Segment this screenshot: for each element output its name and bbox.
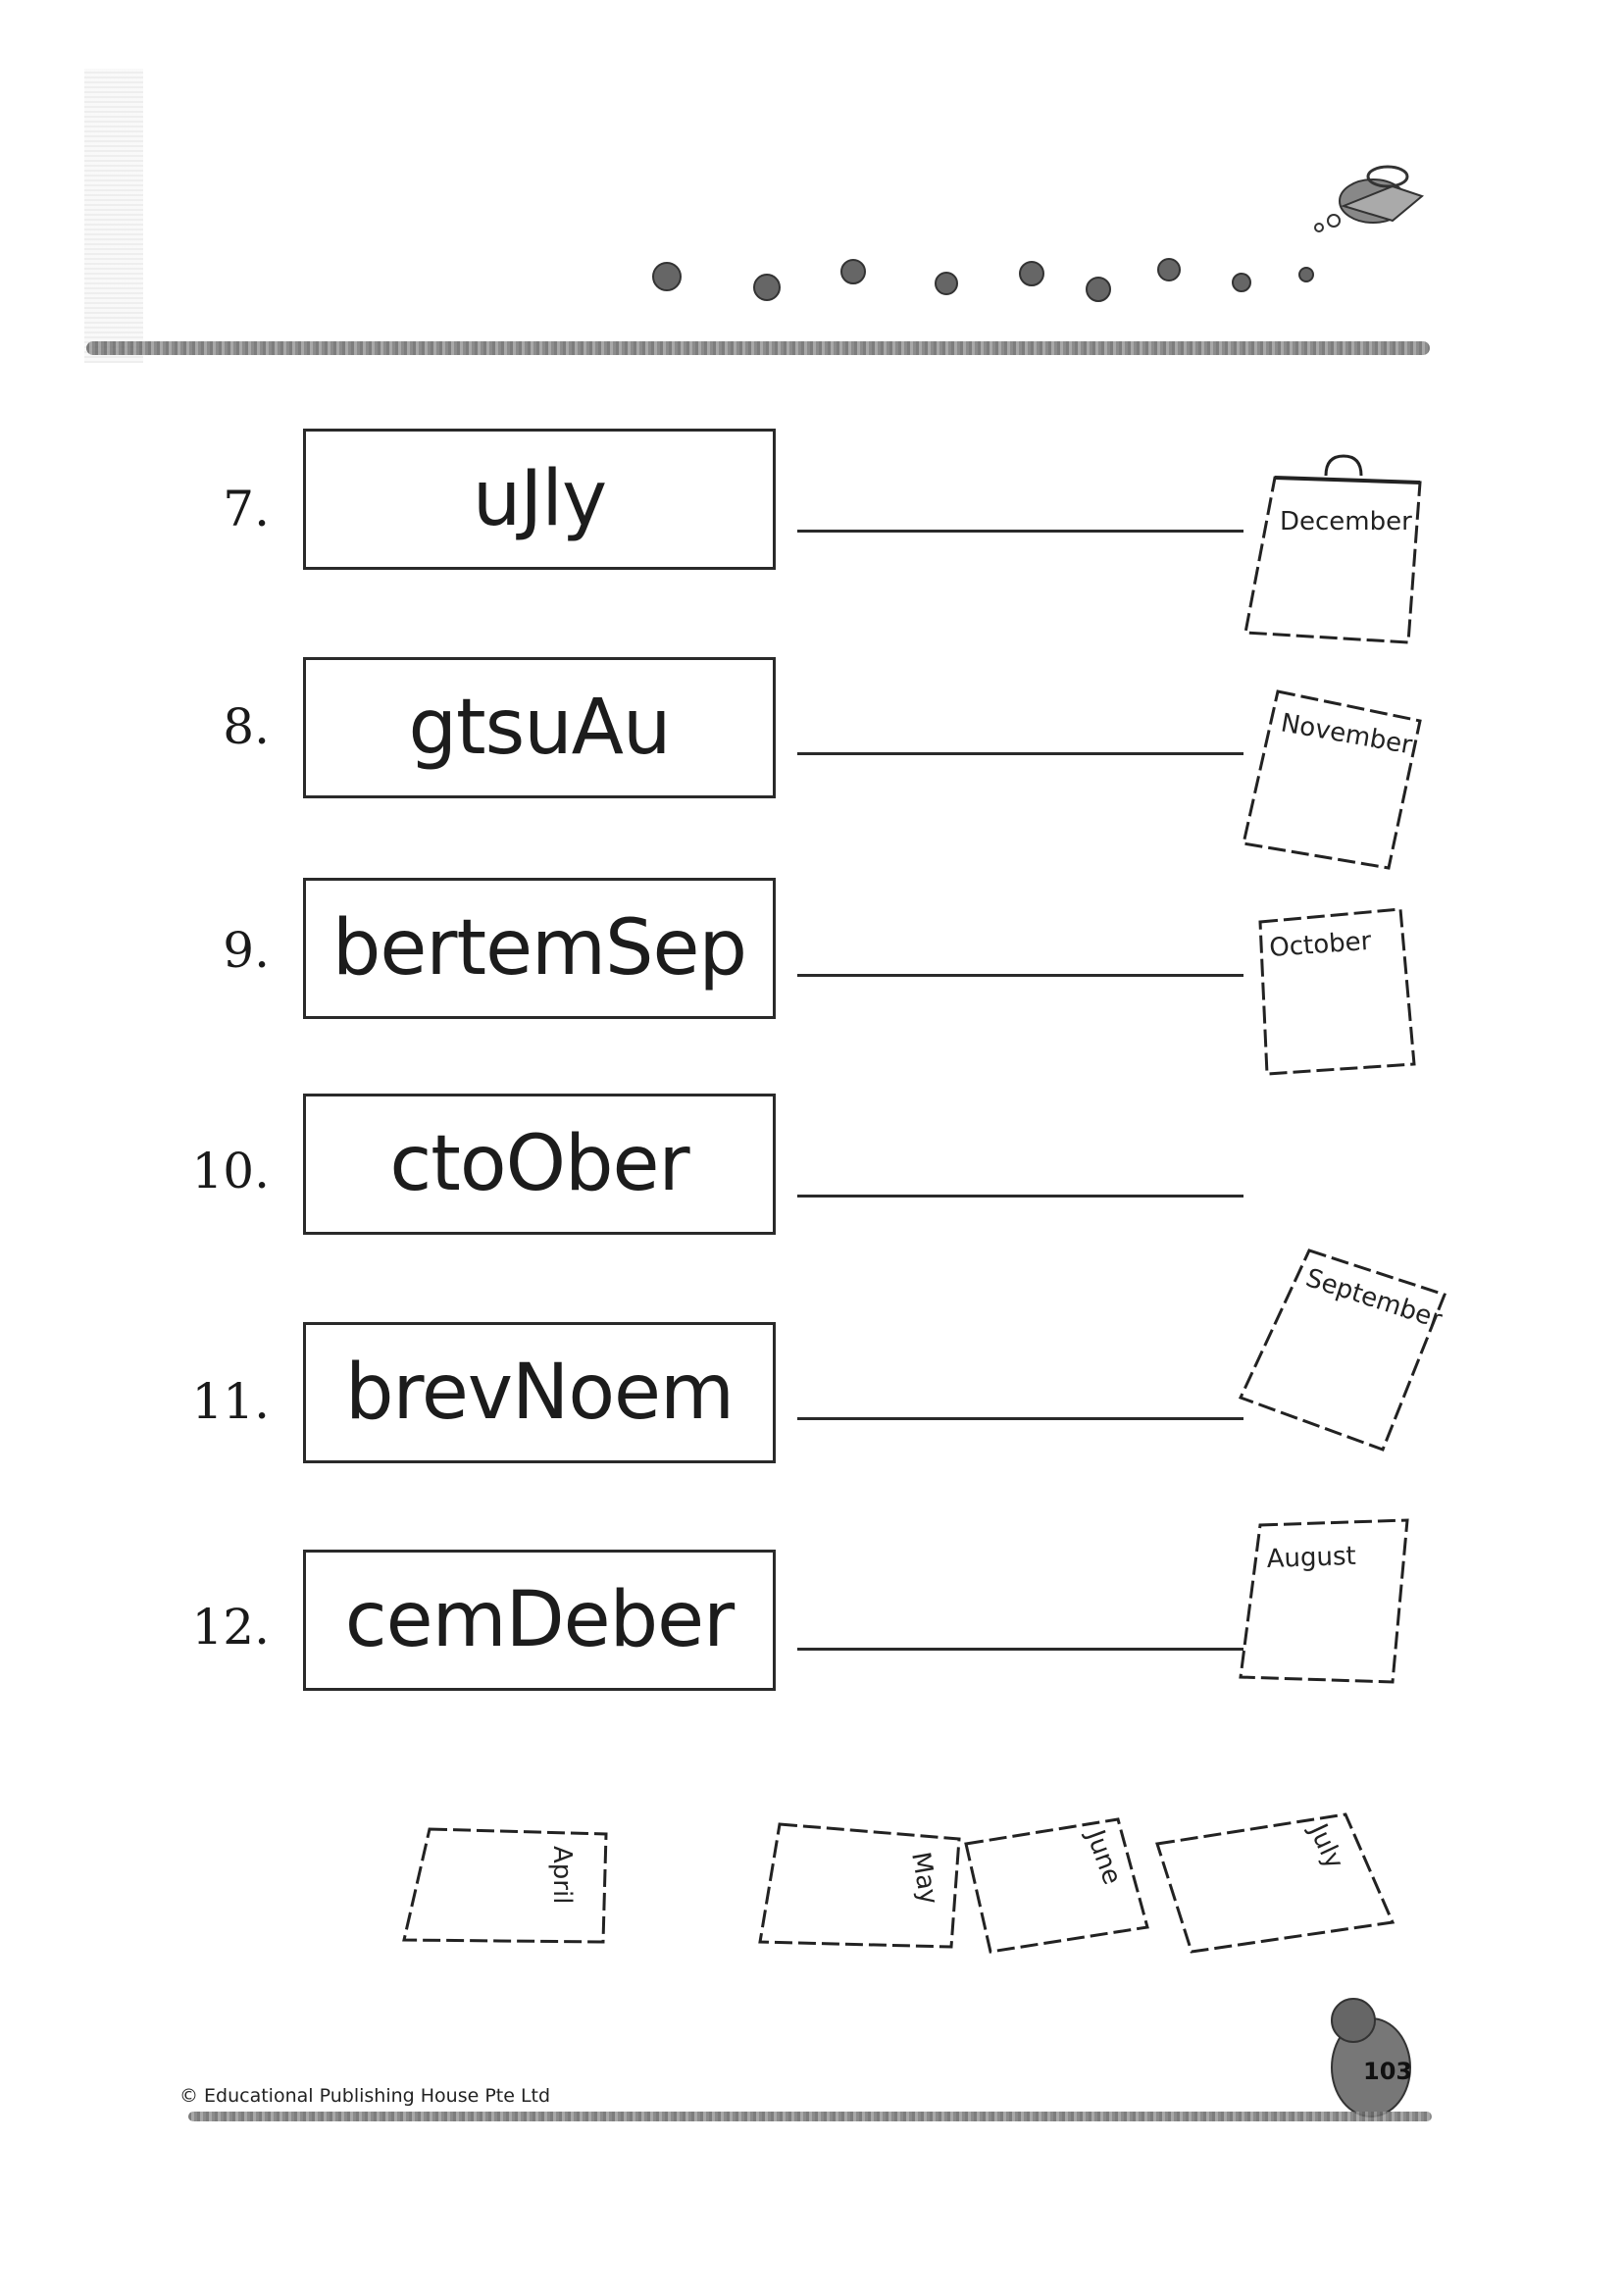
- bottom-divider-stripe: [188, 2112, 1432, 2121]
- calendar-april: April: [402, 1827, 608, 1944]
- calendar-november: November: [1242, 689, 1422, 870]
- scrambled-word-box: cemDeber: [303, 1550, 776, 1691]
- airplane-icon: [1314, 165, 1425, 232]
- calendar-label: December: [1280, 507, 1412, 536]
- answer-line[interactable]: [797, 1195, 1243, 1198]
- exercise-number: 12.: [191, 1599, 270, 1656]
- exercise-number: 10.: [191, 1143, 270, 1199]
- flower-trail: [652, 258, 1314, 302]
- copyright-notice: © Educational Publishing House Pte Ltd: [179, 2085, 551, 2107]
- calendar-august: August: [1239, 1518, 1409, 1684]
- calendar-label: October: [1268, 927, 1372, 963]
- scrambled-word-box: gtsuAu: [303, 657, 776, 798]
- scrambled-word-box: bertemSep: [303, 878, 776, 1019]
- scrambled-word-box: ctoOber: [303, 1094, 776, 1235]
- exercise-number: 11.: [191, 1373, 270, 1430]
- answer-line[interactable]: [797, 530, 1243, 533]
- answer-line[interactable]: [797, 1648, 1243, 1651]
- scrambled-word-box: uJly: [303, 429, 776, 570]
- calendar-october: October: [1258, 907, 1416, 1076]
- calendar-december: December: [1243, 454, 1422, 644]
- calendar-july: July: [1155, 1812, 1396, 1954]
- answer-line[interactable]: [797, 1417, 1243, 1420]
- scan-edge-texture: [84, 69, 143, 363]
- exercise-number: 8.: [223, 698, 270, 755]
- calendar-label: April: [547, 1846, 577, 1904]
- scrambled-word-box: brevNoem: [303, 1322, 776, 1463]
- exercise-number: 9.: [223, 922, 270, 979]
- answer-line[interactable]: [797, 752, 1243, 755]
- page-number: 103: [1363, 2058, 1413, 2085]
- calendar-june: June: [964, 1817, 1149, 1954]
- answer-line[interactable]: [797, 974, 1243, 977]
- top-divider-stripe: [86, 341, 1430, 355]
- calendar-september: September: [1238, 1249, 1446, 1452]
- calendar-may: May: [758, 1822, 961, 1949]
- calendar-label: August: [1266, 1542, 1356, 1574]
- exercise-number: 7.: [223, 481, 270, 537]
